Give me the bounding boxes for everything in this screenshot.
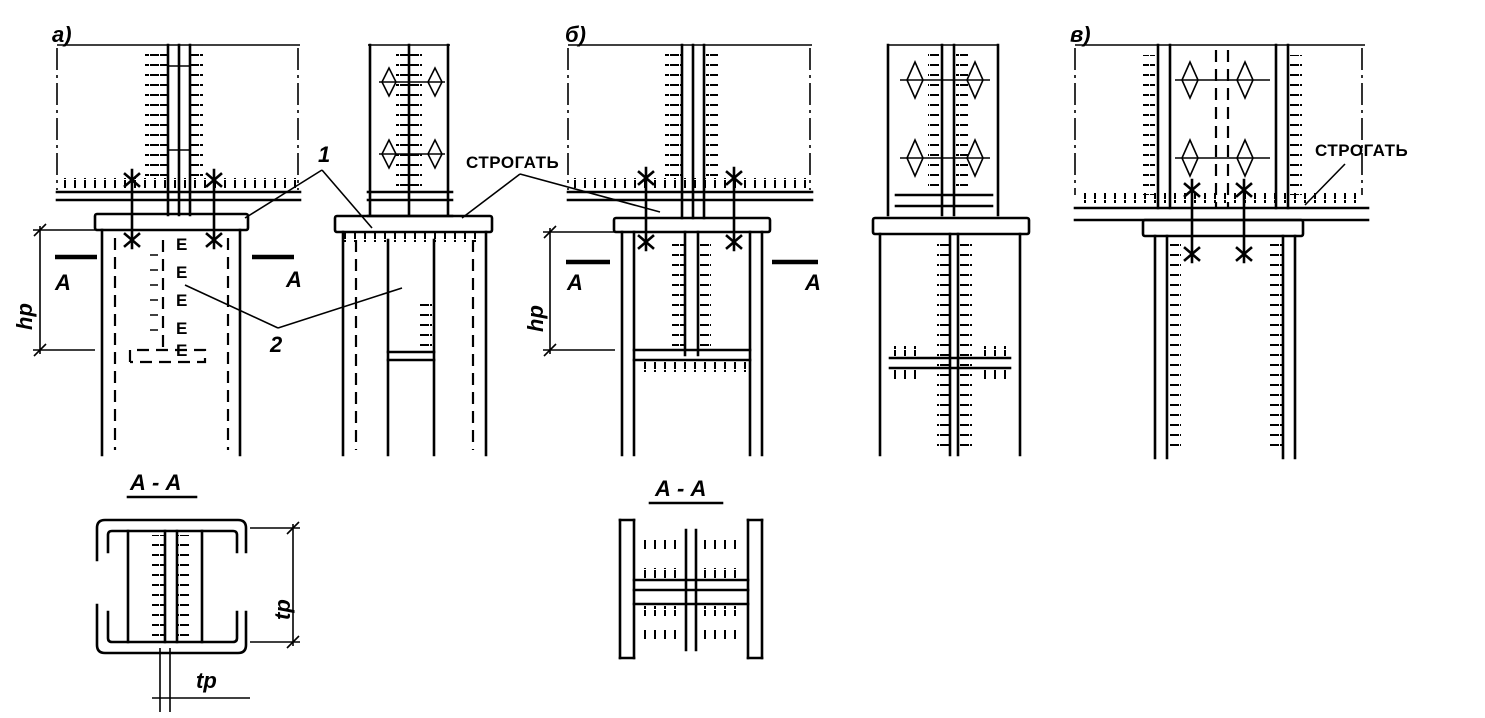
bolt-diamond [379,66,445,170]
svg-text:E: E [176,263,188,282]
panel-b-side-view [871,43,1031,457]
panel-a-label: а) [52,22,72,47]
svg-text:tр: tр [270,599,295,620]
svg-text:E: E [176,291,188,310]
svg-text:б): б) [565,22,586,47]
svg-text:E: E [176,319,188,338]
callout-1: 1 [244,142,373,229]
svg-text:СТРОГАТЬ: СТРОГАТЬ [1315,141,1408,160]
svg-text:1: 1 [318,142,330,167]
dimension-hp-b: hр [523,225,615,357]
svg-text:2: 2 [269,332,283,357]
svg-text:А: А [804,270,821,295]
panel-v-elevation: в) [1070,22,1370,460]
callout-2: 2 [184,284,403,357]
panel-a-elevation: а) E E E [12,22,302,457]
svg-text:hр: hр [523,305,548,332]
panel-b-elevation: б) А А [523,22,821,457]
svg-text:А - А: А - А [129,470,181,495]
section-a-a-panel-a: А - А tр tр [95,470,300,712]
anchor-bolt-left [123,168,141,250]
anchor-bolt [637,166,743,252]
svg-text:tр: tр [196,668,217,693]
svg-text:А: А [54,270,71,295]
svg-text:А: А [285,267,302,292]
svg-text:hр: hр [12,303,37,330]
anchor-bolt-right [205,168,223,250]
svg-text:А - А: А - А [654,476,706,501]
svg-text:А: А [566,270,583,295]
svg-text:в): в) [1070,22,1091,47]
dimension-hp-a: hр [12,223,95,357]
svg-text:СТРОГАТЬ: СТРОГАТЬ [466,153,559,172]
callout-planing-v: СТРОГАТЬ [1304,141,1408,206]
anchor-bolt [1183,178,1253,264]
weld-symbol: E [176,235,188,254]
panel-a-side-view [333,43,494,457]
section-a-a-panel-b: А - А [618,476,764,660]
